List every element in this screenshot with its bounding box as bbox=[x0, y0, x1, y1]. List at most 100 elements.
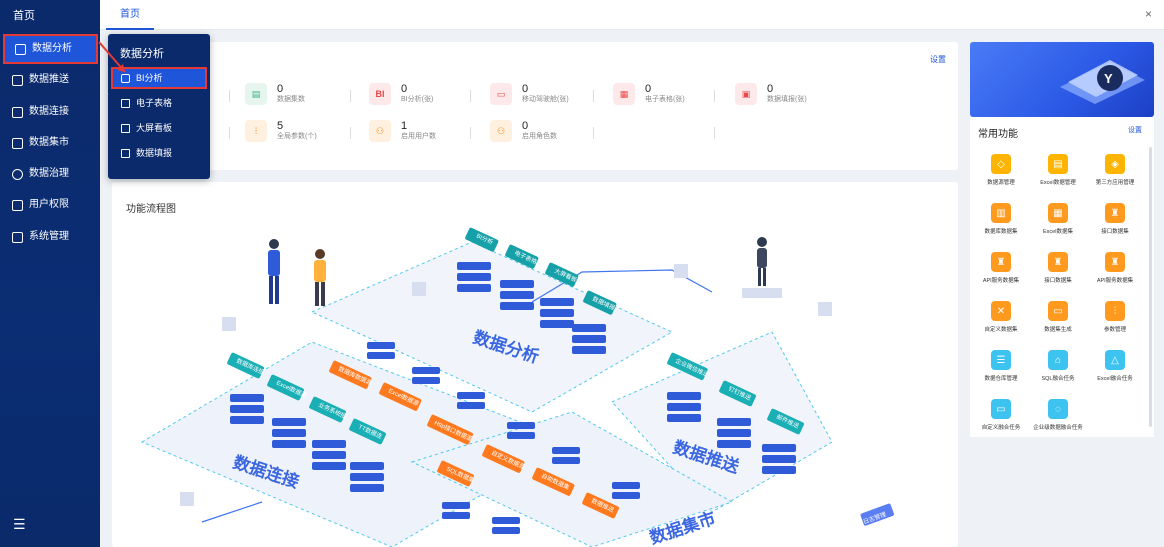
function-item[interactable]: ▥数据库数据集 bbox=[973, 203, 1029, 235]
flow-card: 功能流程图 bbox=[112, 182, 958, 547]
form-icon bbox=[121, 148, 130, 158]
function-label: Excel数据管理 bbox=[1040, 180, 1076, 186]
function-label: 第三方应用管理 bbox=[1095, 180, 1135, 186]
stat-value: 0 bbox=[277, 83, 284, 95]
submenu-item-spreadsheet[interactable]: 电子表格 bbox=[111, 92, 207, 114]
submenu-item-label: 大屏看板 bbox=[136, 123, 173, 133]
stat-label: 全局参数(个) bbox=[277, 133, 317, 140]
stat-label: 启用用户数 bbox=[401, 133, 436, 140]
connect-icon bbox=[12, 106, 23, 118]
svg-text:Y: Y bbox=[1104, 71, 1113, 86]
function-icon: ♜ bbox=[991, 252, 1011, 272]
function-label: 数据仓库管理 bbox=[984, 376, 1018, 382]
function-label: Excel数据集 bbox=[1043, 229, 1073, 235]
pointer-arrow-icon bbox=[98, 41, 126, 73]
stats-settings-link[interactable]: 设置 bbox=[930, 55, 946, 64]
sidebar-item-data-analysis[interactable]: 数据分析 bbox=[3, 34, 98, 64]
function-icon: ◌ bbox=[1048, 399, 1068, 419]
stat-icon: ⫶ bbox=[245, 120, 267, 142]
function-item[interactable]: ▭自定义融合任务 bbox=[973, 399, 1029, 431]
function-label: SQL融合任务 bbox=[1041, 376, 1075, 382]
sidebar-item-system[interactable]: 系统管理 bbox=[0, 222, 100, 252]
stat-divider bbox=[714, 127, 715, 139]
function-item[interactable]: ◌ 企业级数据融合任务 bbox=[1030, 399, 1086, 431]
stat-icon: ▤ bbox=[245, 83, 267, 105]
tab-home[interactable]: 首页 bbox=[106, 0, 154, 30]
stat-icon: BI bbox=[369, 83, 391, 105]
submenu-item-bi[interactable]: BI分析 bbox=[111, 67, 207, 89]
bi-icon bbox=[121, 73, 130, 83]
sidebar-item-user-permission[interactable]: 用户权限 bbox=[0, 190, 100, 220]
stat-value: 0 bbox=[522, 120, 529, 132]
function-item[interactable]: ♜API服务数据集 bbox=[1087, 252, 1143, 284]
function-label: Excel融合任务 bbox=[1097, 376, 1133, 382]
function-item[interactable]: ▭数据集生成 bbox=[1030, 301, 1086, 333]
sidebar-home[interactable]: 首页 bbox=[13, 10, 35, 22]
function-icon: ⌂ bbox=[1048, 350, 1068, 370]
stat-divider bbox=[470, 90, 471, 102]
function-item[interactable]: ◇数据源管理 bbox=[973, 154, 1029, 186]
function-item[interactable]: ♜ API服务数据集 bbox=[973, 252, 1029, 284]
flow-illustration: 数据分析 数据推送 数据连接 数据集市 BI分析 电子表格 大屏看板 数据填报 bbox=[140, 227, 894, 547]
sidebar-item-data-governance[interactable]: 数据治理 bbox=[0, 159, 100, 189]
scrollbar[interactable] bbox=[1149, 147, 1152, 427]
sidebar-item-data-market[interactable]: 数据集市 bbox=[0, 128, 100, 158]
stat-label: 启用角色数 bbox=[522, 133, 557, 140]
function-item[interactable]: ⫶参数管理 bbox=[1087, 301, 1143, 333]
stat-value: 1 bbox=[401, 120, 408, 132]
data-analysis-submenu: 数据分析 BI分析 电子表格 大屏看板 数据填报 bbox=[108, 34, 210, 179]
sidebar-item-data-connect[interactable]: 数据连接 bbox=[0, 97, 100, 127]
function-icon: ◈ bbox=[1105, 154, 1125, 174]
function-item[interactable]: ☰数据仓库管理 bbox=[973, 350, 1029, 382]
submenu-item-dashboard[interactable]: 大屏看板 bbox=[111, 117, 207, 139]
function-item[interactable]: ✕自定义数据集 bbox=[973, 301, 1029, 333]
sidebar-item-label: 系统管理 bbox=[29, 231, 69, 242]
function-item[interactable]: △ Excel融合任务 bbox=[1087, 350, 1143, 382]
function-icon: △ bbox=[1105, 350, 1125, 370]
close-icon[interactable]: × bbox=[1144, 7, 1152, 21]
stat-divider bbox=[593, 90, 594, 102]
function-icon: ♜ bbox=[1105, 252, 1125, 272]
governance-icon bbox=[12, 168, 23, 180]
sidebar-item-label: 用户权限 bbox=[29, 199, 69, 210]
stat-value: 0 bbox=[645, 83, 652, 95]
stat-value: 0 bbox=[401, 83, 408, 95]
function-item[interactable]: ♜接口数据集 bbox=[1087, 203, 1143, 235]
analysis-platform bbox=[310, 241, 674, 413]
function-item[interactable]: ⌂ SQL融合任务 bbox=[1030, 350, 1086, 382]
sidebar-item-label: 数据集市 bbox=[29, 137, 69, 148]
function-icon: ▦ bbox=[1048, 203, 1068, 223]
user-permission-icon bbox=[12, 199, 23, 211]
tag-db-connect: 数据库连接 bbox=[227, 352, 266, 379]
function-icon: ♜ bbox=[1105, 203, 1125, 223]
sidebar-item-label: 数据治理 bbox=[29, 168, 69, 179]
spreadsheet-icon bbox=[121, 98, 130, 108]
function-label: 数据集生成 bbox=[1044, 327, 1072, 333]
function-label: 自定义融合任务 bbox=[981, 425, 1021, 431]
function-item[interactable]: ◈ 第三方应用管理 bbox=[1087, 154, 1143, 186]
stat-divider bbox=[350, 90, 351, 102]
function-icon: ⫶ bbox=[1105, 301, 1125, 321]
function-icon: ♜ bbox=[1048, 252, 1068, 272]
function-item[interactable]: ▤Excel数据管理 bbox=[1030, 154, 1086, 186]
function-item[interactable]: ♜接口数据集 bbox=[1030, 252, 1086, 284]
function-label: 企业级数据融合任务 bbox=[1033, 425, 1083, 431]
function-item[interactable]: ▦ Excel数据集 bbox=[1030, 203, 1086, 235]
tag-log-manage: 日志管理 bbox=[860, 503, 894, 526]
submenu-item-form[interactable]: 数据填报 bbox=[111, 142, 207, 164]
function-label: API服务数据集 bbox=[982, 278, 1020, 284]
sidebar-item-data-push[interactable]: 数据推送 bbox=[0, 65, 100, 95]
common-functions-settings-link[interactable]: 设置 bbox=[1128, 127, 1142, 134]
promo-banner: Y bbox=[970, 42, 1154, 117]
menu-collapse-icon[interactable]: ☰ bbox=[13, 516, 26, 532]
sidebar-item-label: 数据连接 bbox=[29, 106, 69, 117]
stat-value: 5 bbox=[277, 120, 284, 132]
